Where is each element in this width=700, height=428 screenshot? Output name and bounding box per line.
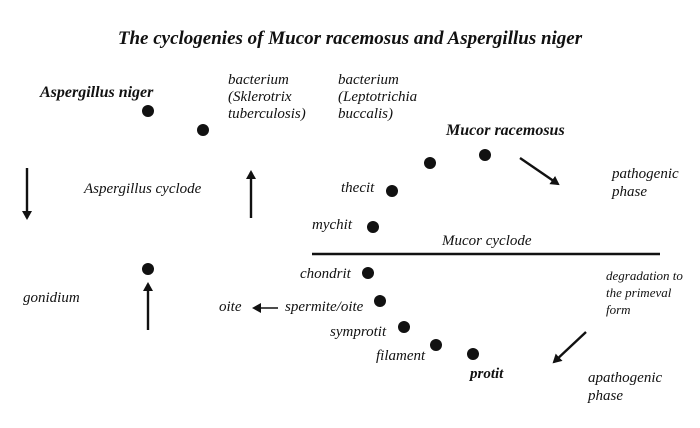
label-oite: oite: [219, 299, 242, 315]
dot-mychit: [367, 221, 379, 233]
dot-filament: [430, 339, 442, 351]
arrow-to-pathogenic: [519, 157, 560, 186]
dot-chondrit: [362, 267, 374, 279]
label-gonidium: gonidium: [23, 290, 80, 306]
label-pathogenic: pathogenic: [612, 166, 679, 182]
label-bacterium-a-sub1: (Sklerotrix: [228, 89, 292, 105]
arrow-to-apathogenic: [552, 331, 587, 364]
label-mychit: mychit: [312, 217, 352, 233]
label-aspergillus-niger: Aspergillus niger: [40, 84, 154, 101]
label-degradation-3: form: [606, 302, 631, 317]
label-pathogenic-phase: phase: [612, 184, 647, 200]
dot-gonidium: [142, 263, 154, 275]
label-apathogenic-phase: phase: [588, 388, 623, 404]
diagram-title: The cyclogenies of Mucor racemosus and A…: [117, 28, 583, 49]
label-aspergillus-cyclode: Aspergillus cyclode: [84, 181, 202, 197]
dot-mucor-2: [424, 157, 436, 169]
dot-mucor-1: [479, 149, 491, 161]
label-degradation-2: the primeval: [606, 285, 672, 300]
dot-aspergillus-1: [142, 105, 154, 117]
label-chondrit: chondrit: [300, 266, 351, 282]
dot-aspergillus-2: [197, 124, 209, 136]
label-bacterium-a-sub2: tuberculosis): [228, 106, 306, 122]
label-thecit: thecit: [341, 180, 375, 196]
label-apathogenic: apathogenic: [588, 370, 663, 386]
dot-protit: [467, 348, 479, 360]
label-mucor-cyclode: Mucor cyclode: [442, 233, 532, 249]
label-bacterium-b-sub2: buccalis): [338, 106, 393, 122]
label-filament: filament: [376, 348, 426, 364]
label-bacterium-b: bacterium: [338, 72, 399, 88]
dot-thecit: [386, 185, 398, 197]
label-degradation-1: degradation to: [606, 268, 683, 283]
label-symprotit: symprotit: [330, 324, 387, 340]
label-bacterium-b-sub1: (Leptotrichia: [338, 89, 418, 105]
dot-symprotit: [398, 321, 410, 333]
label-spermite-oite: spermite/oite: [285, 299, 364, 315]
label-mucor-racemosus: Mucor racemosus: [446, 122, 565, 139]
dot-spermite-oite: [374, 295, 386, 307]
label-protit: protit: [470, 366, 504, 382]
label-bacterium-a: bacterium: [228, 72, 289, 88]
